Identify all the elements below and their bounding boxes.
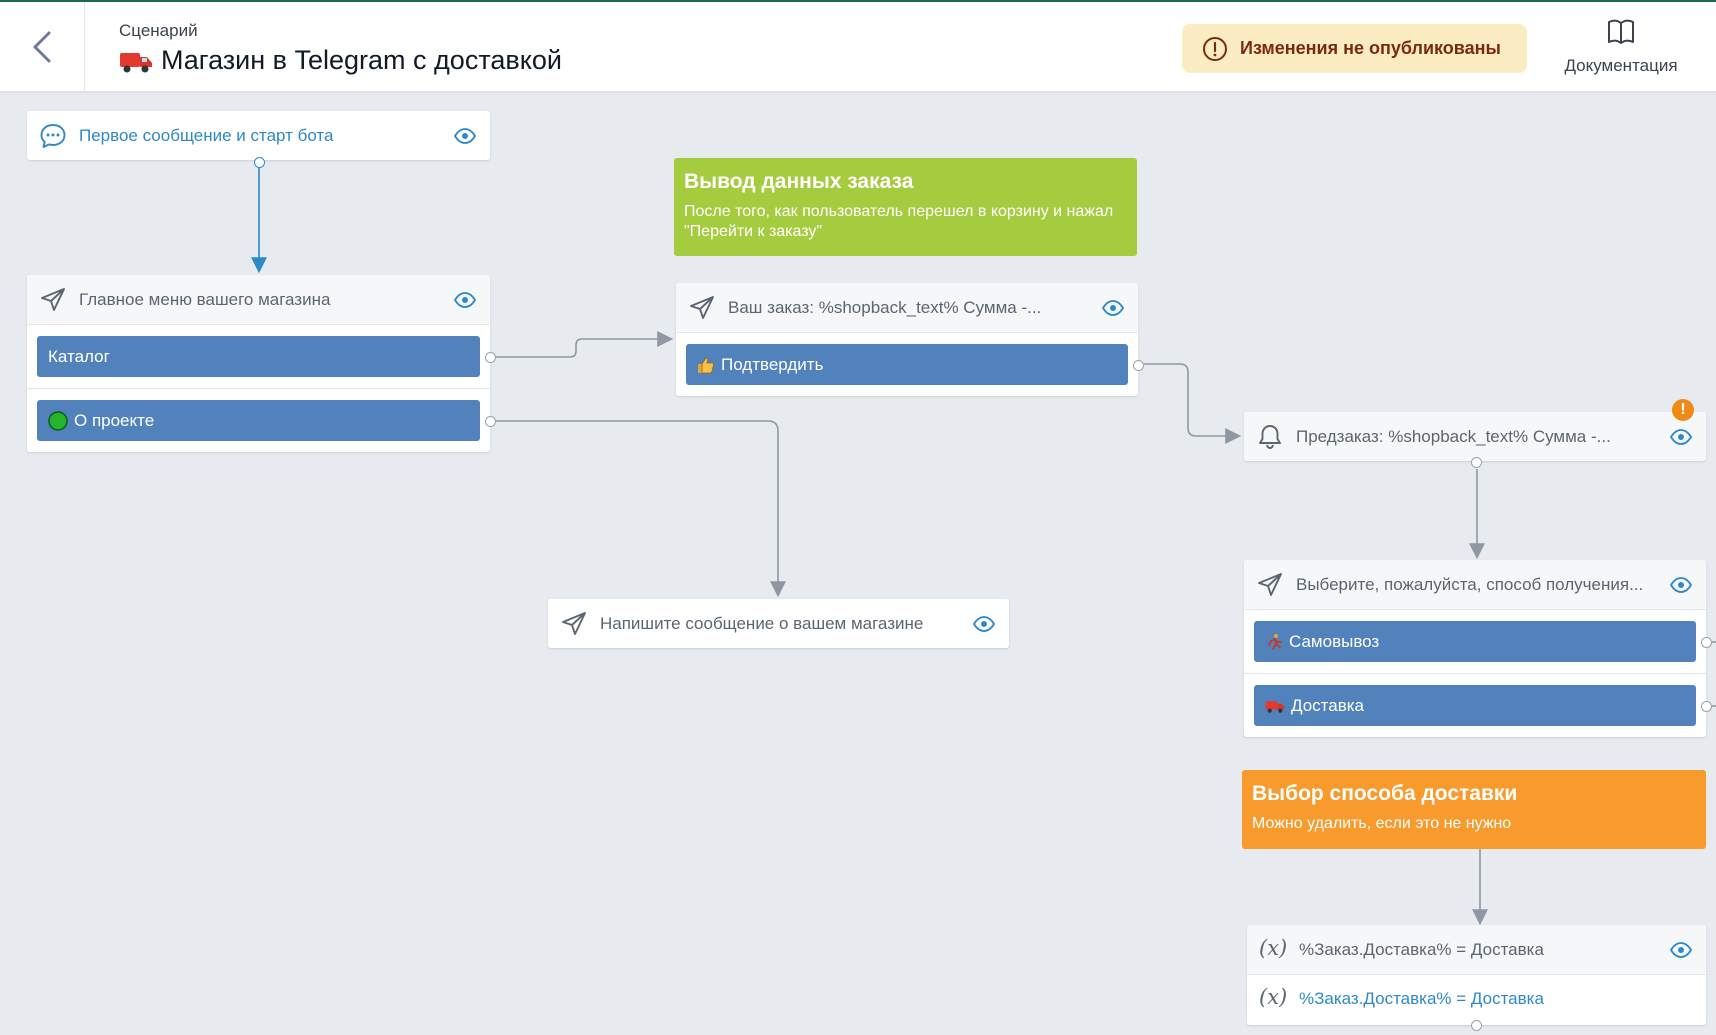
node-title: Напишите сообщение о вашем магазине: [600, 613, 924, 633]
send-icon: [1256, 571, 1284, 599]
green-circle-icon: [48, 410, 68, 431]
output-port[interactable]: [1133, 360, 1144, 371]
eye-icon[interactable]: [973, 615, 995, 632]
variable-node[interactable]: (x) %Заказ.Доставка% = Доставка (x) %Зак…: [1247, 925, 1706, 1031]
truck-icon: [1265, 698, 1285, 714]
page-heading: Сценарий Магазин в Telegram с доставкой: [119, 21, 562, 76]
top-bar: Сценарий Магазин в Telegram с доставкой …: [0, 0, 1716, 91]
output-port[interactable]: [485, 352, 496, 363]
node-title: Выберите, пожалуйста, способ получения..…: [1296, 574, 1644, 594]
page-title: Магазин в Telegram с доставкой: [161, 45, 562, 75]
note-delivery-method[interactable]: Выбор способа доставки Можно удалить, ес…: [1242, 770, 1706, 849]
start-node[interactable]: Первое сообщение и старт бота: [27, 111, 490, 168]
delivery-button[interactable]: Доставка: [1254, 685, 1696, 726]
delivery-choice-node[interactable]: Выберите, пожалуйста, способ получения..…: [1244, 560, 1712, 737]
documentation-button[interactable]: Документация: [1556, 16, 1686, 76]
preorder-node[interactable]: Предзаказ: %shopback_text% Сумма -... !: [1244, 399, 1706, 468]
note-order-data[interactable]: Вывод данных заказа После того, как поль…: [674, 158, 1137, 256]
eye-icon[interactable]: [454, 127, 476, 144]
order-node[interactable]: Ваш заказ: %shopback_text% Сумма -... По…: [676, 283, 1144, 396]
note-title: Выбор способа доставки: [1252, 782, 1518, 805]
eye-icon[interactable]: [1670, 941, 1692, 958]
send-icon: [39, 286, 67, 314]
back-button[interactable]: [0, 2, 85, 91]
node-title: %Заказ.Доставка% = Доставка: [1299, 939, 1544, 959]
node-title: Первое сообщение и старт бота: [79, 125, 334, 145]
output-port[interactable]: [1701, 637, 1712, 648]
page-subtitle: Сценарий: [119, 21, 198, 40]
main-menu-node[interactable]: Главное меню вашего магазина Каталог О п…: [27, 275, 496, 452]
truck-icon: [120, 52, 152, 72]
eye-icon[interactable]: [454, 291, 476, 308]
catalog-button[interactable]: Каталог: [37, 336, 480, 377]
note-text: После того, как пользователь перешел в к…: [684, 203, 1114, 240]
chat-bubble-icon: [39, 122, 67, 150]
node-title: Главное меню вашего магазина: [79, 289, 331, 309]
variable-assignment[interactable]: %Заказ.Доставка% = Доставка: [1299, 989, 1544, 1008]
send-icon: [560, 610, 588, 638]
note-title: Вывод данных заказа: [684, 170, 914, 193]
node-title: Ваш заказ: %shopback_text% Сумма -...: [728, 297, 1042, 317]
output-port[interactable]: [1701, 701, 1712, 712]
book-icon: [1608, 19, 1634, 44]
variable-icon: (x): [1259, 935, 1288, 960]
thumbs-up-icon: [697, 356, 715, 374]
output-port[interactable]: [1471, 1020, 1482, 1031]
bell-icon: [1256, 423, 1284, 451]
about-shop-node[interactable]: Напишите сообщение о вашем магазине: [548, 599, 1009, 648]
note-text: Можно удалить, если это не нужно: [1252, 815, 1512, 832]
documentation-label: Документация: [1564, 56, 1678, 75]
about-project-button[interactable]: О проекте: [37, 400, 480, 441]
send-icon: [688, 294, 716, 322]
pickup-button[interactable]: Самовывоз: [1254, 621, 1696, 662]
eye-icon[interactable]: [1670, 428, 1692, 445]
running-person-icon: [1265, 633, 1283, 651]
unpublished-status-badge[interactable]: Изменения не опубликованы: [1182, 24, 1527, 73]
output-port[interactable]: [254, 157, 265, 168]
output-port[interactable]: [1471, 457, 1482, 468]
output-port[interactable]: [485, 416, 496, 427]
eye-icon[interactable]: [1102, 299, 1124, 316]
eye-icon[interactable]: [1670, 576, 1692, 593]
chevron-left-icon: [33, 31, 51, 62]
status-text: Изменения не опубликованы: [1240, 38, 1501, 58]
exclamation-circle-icon: [1203, 36, 1227, 61]
confirm-button[interactable]: Подтвердить: [686, 344, 1128, 385]
node-title: Предзаказ: %shopback_text% Сумма -...: [1296, 426, 1611, 446]
variable-icon: (x): [1259, 985, 1288, 1009]
warning-alert-icon[interactable]: !: [1672, 399, 1694, 421]
